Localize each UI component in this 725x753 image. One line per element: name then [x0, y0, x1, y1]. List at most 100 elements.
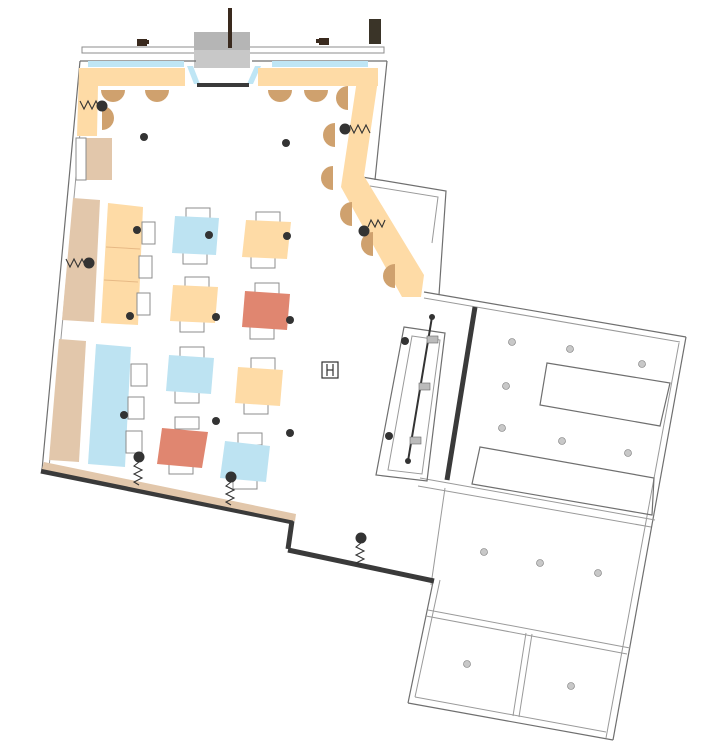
table-peach	[170, 285, 218, 323]
annex-counter-upper	[539, 362, 671, 427]
downlight-icon	[401, 337, 409, 345]
thick-wall-step	[285, 520, 295, 550]
table-blue	[166, 355, 214, 394]
counter-top-left	[77, 68, 185, 136]
spring-lamps	[65, 99, 386, 567]
peach-booth	[101, 203, 143, 325]
spring-lamp-icon	[224, 471, 237, 506]
chair	[138, 255, 153, 279]
annex-wall-west-inner	[414, 579, 441, 698]
downlight-icon	[120, 411, 128, 419]
outer-wall-west	[41, 60, 81, 471]
stool	[102, 106, 114, 130]
downlight-icon	[536, 559, 544, 567]
annex-divider-3b	[518, 633, 533, 718]
wing-wall-inner	[369, 185, 439, 244]
canopy-block	[194, 32, 250, 50]
spot-lights	[120, 133, 409, 440]
booth-chairs	[125, 221, 156, 454]
track-fixture	[426, 335, 439, 344]
outer-wall-northeast	[374, 60, 388, 181]
annex-divider-3	[512, 632, 527, 717]
counter-diagonal	[341, 80, 424, 297]
window-right	[272, 61, 368, 67]
annex-wall-west	[407, 581, 434, 704]
thick-wall-south	[40, 468, 294, 525]
annex-divider-2b	[425, 615, 628, 655]
projector-icon	[316, 38, 329, 45]
downlight-icon	[638, 360, 646, 368]
downlight-icon	[385, 432, 393, 440]
downlight-icon	[286, 429, 294, 437]
stool	[383, 264, 395, 288]
annex-divider-1b	[417, 485, 652, 528]
track-end	[429, 314, 435, 320]
table-group	[242, 211, 291, 269]
ceiling-lights	[463, 338, 646, 690]
projector-icon	[137, 39, 149, 46]
table-blue	[172, 216, 219, 255]
chair	[136, 292, 151, 316]
downlight-icon	[567, 682, 575, 690]
table-group	[170, 276, 218, 333]
annex-wall-east-inner	[605, 342, 680, 739]
window-left	[88, 61, 184, 67]
downlight-icon	[624, 449, 632, 457]
table-red	[242, 291, 290, 330]
wood-bench-lower	[49, 339, 86, 462]
downlight-icon	[498, 424, 506, 432]
wing-wall	[361, 176, 447, 296]
downlight-icon	[126, 312, 134, 320]
downlight-icon	[283, 232, 291, 240]
small-bench-edge	[75, 137, 87, 181]
spring-lamp-icon	[339, 123, 371, 135]
stool	[340, 202, 352, 226]
spring-lamp-icon	[79, 99, 108, 112]
booth-divider	[103, 279, 139, 283]
spring-lamp-icon	[358, 218, 386, 237]
thick-wall-partition	[444, 306, 478, 481]
annex-divider-2	[427, 609, 631, 649]
stage-platform-inner	[387, 335, 441, 475]
small-bench	[86, 138, 112, 180]
downlight-icon	[282, 139, 290, 147]
downlight-icon	[502, 382, 510, 390]
chair	[127, 396, 145, 420]
chair	[130, 363, 148, 387]
table-group	[172, 207, 219, 265]
stool	[268, 90, 292, 102]
table-group	[235, 357, 283, 415]
south-trim	[42, 462, 296, 521]
stage-platform	[375, 326, 446, 482]
annex-wall-north-inner	[423, 297, 681, 343]
annex-pillar	[430, 487, 446, 586]
downlight-icon	[594, 569, 602, 577]
table-group	[242, 282, 290, 340]
track-end	[405, 458, 411, 464]
stool	[321, 166, 333, 190]
dining-tables	[157, 207, 291, 490]
entry-mat	[197, 83, 249, 87]
booth-divider	[105, 246, 141, 250]
downlight-icon	[133, 226, 141, 234]
downlight-icon	[463, 660, 471, 668]
annex-wall-north	[423, 291, 687, 338]
table-group	[157, 416, 208, 475]
canopy-post	[228, 8, 232, 48]
downlight-icon	[480, 548, 488, 556]
spring-lamp-icon	[65, 257, 95, 269]
counters	[77, 68, 424, 297]
blue-booth	[88, 344, 131, 467]
annex-divider-1	[419, 477, 656, 521]
spring-lamp-icon	[354, 532, 367, 567]
downlight-icon	[212, 417, 220, 425]
stool	[336, 86, 348, 110]
stools	[101, 86, 395, 288]
downlight-icon	[205, 231, 213, 239]
annex-wall-south-inner	[414, 696, 607, 733]
table-peach	[235, 367, 283, 406]
chair	[174, 416, 200, 430]
counter-top-right	[258, 68, 378, 86]
annex-counter-lower	[471, 446, 655, 516]
